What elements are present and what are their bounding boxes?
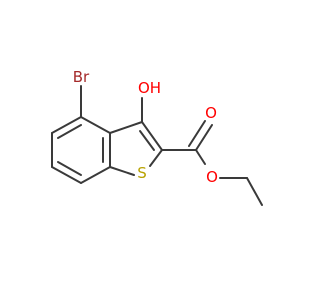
structure-diagram: Br OH S O O bbox=[51, 68, 263, 206]
bond-ccarb-o-double-b bbox=[188, 120, 206, 147]
bond-c7-c7a bbox=[80, 166, 111, 184]
bond-c3-c2 bbox=[141, 121, 163, 151]
atom-o-ester-label: O bbox=[206, 168, 218, 186]
atom-o-carbonyl-label: O bbox=[205, 104, 217, 122]
bond-c2-s bbox=[149, 149, 163, 167]
bond-ccarb-oester bbox=[195, 149, 206, 165]
bond-c6-c7 bbox=[51, 166, 82, 184]
atom-oh-label: OH bbox=[138, 79, 161, 97]
bond-c3-c2-inner bbox=[139, 130, 155, 151]
bond-ccarb-o-double-a bbox=[195, 124, 213, 151]
bond-ch2-ch3 bbox=[246, 177, 263, 206]
bond-c4-c5-inner bbox=[57, 124, 82, 139]
bond-c4-c5 bbox=[51, 116, 82, 134]
bond-c6-c7-inner bbox=[57, 161, 82, 176]
bond-c3a-c3 bbox=[109, 121, 143, 134]
atom-s-label: S bbox=[137, 164, 147, 182]
bond-s-c7a bbox=[109, 166, 135, 176]
atom-br-label: Br bbox=[73, 68, 90, 86]
bond-c3a-c4 bbox=[80, 116, 111, 134]
